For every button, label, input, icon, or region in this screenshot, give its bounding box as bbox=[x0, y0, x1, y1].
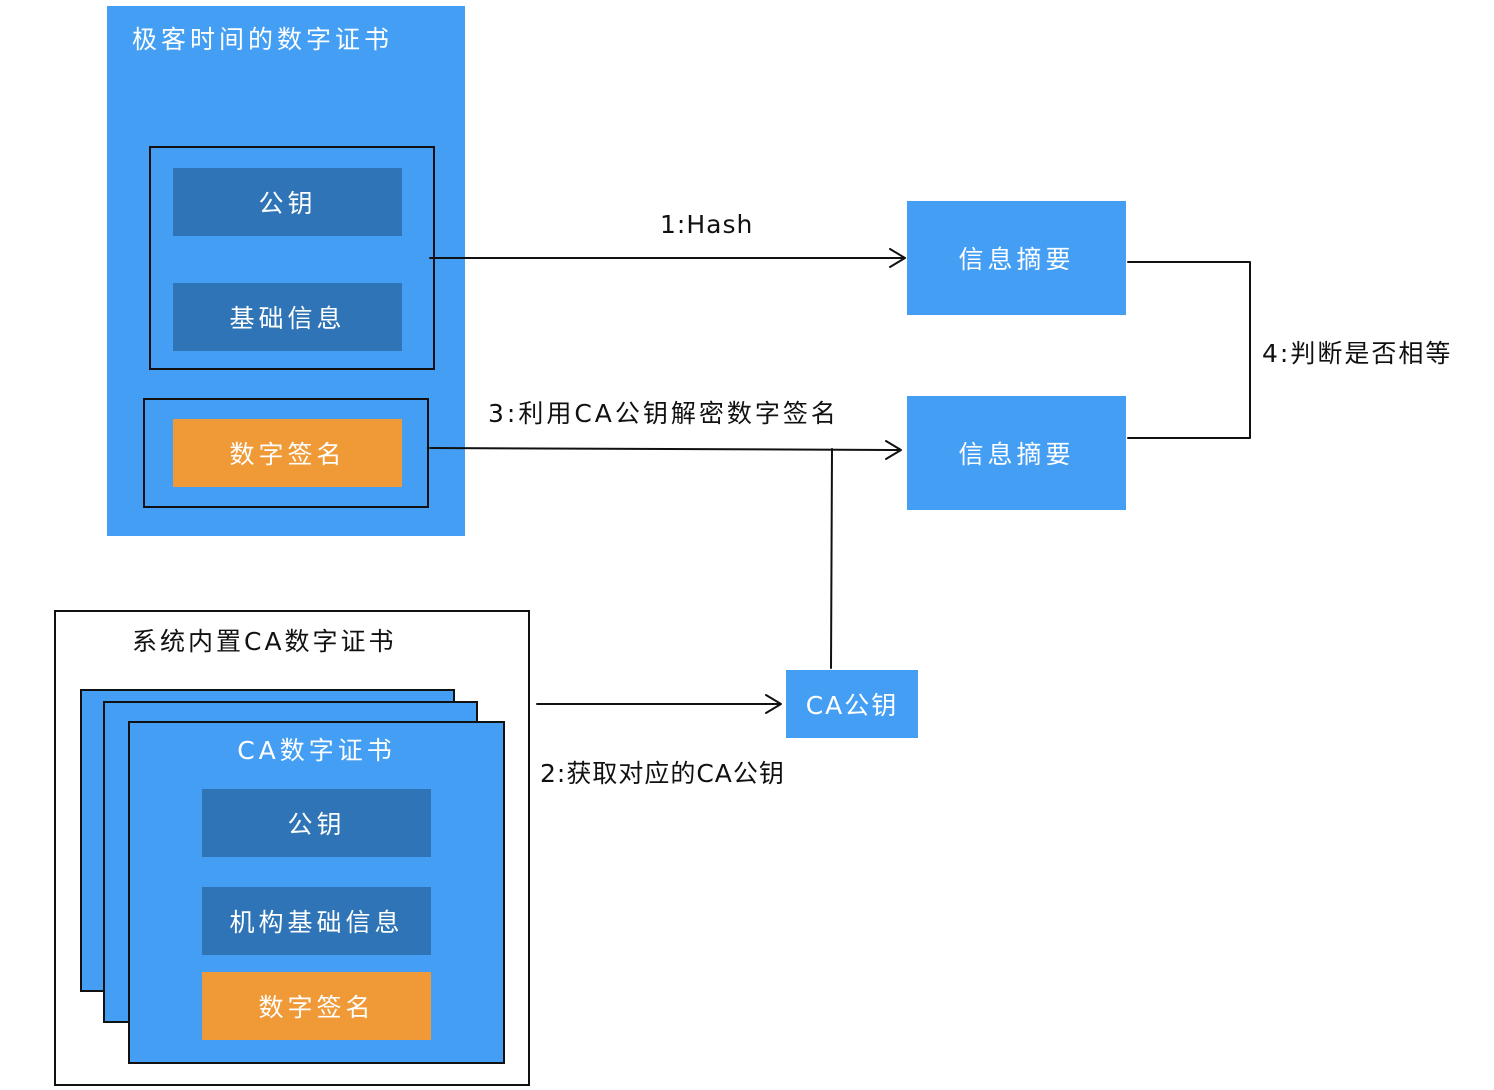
client-certificate-title: 极客时间的数字证书 bbox=[132, 25, 394, 54]
client-basic-info: 基础信息 bbox=[173, 283, 402, 351]
ca-public-key-label: CA公钥 bbox=[805, 691, 899, 720]
step1-label: 1:Hash bbox=[660, 210, 754, 239]
ca-cert-public-key: 公钥 bbox=[202, 789, 431, 857]
ca-cert-org-info: 机构基础信息 bbox=[202, 887, 431, 955]
compare-bracket bbox=[1127, 261, 1251, 439]
system-ca-store bbox=[54, 610, 530, 1086]
ca-public-key-box: CA公钥 bbox=[786, 670, 918, 738]
client-public-key: 公钥 bbox=[173, 168, 402, 236]
step2-label: 2:获取对应的CA公钥 bbox=[540, 759, 785, 788]
system-ca-store-title: 系统内置CA数字证书 bbox=[132, 627, 397, 656]
digest-box-top: 信息摘要 bbox=[907, 201, 1126, 315]
get-ca-key-arrow bbox=[536, 694, 782, 714]
ca-key-connector bbox=[830, 448, 833, 669]
ca-cert-title: CA数字证书 bbox=[237, 736, 396, 765]
step4-label: 4:判断是否相等 bbox=[1262, 339, 1453, 368]
digest-box-bottom: 信息摘要 bbox=[907, 396, 1126, 510]
client-signature: 数字签名 bbox=[173, 419, 402, 487]
signature-group bbox=[143, 398, 429, 508]
ca-cert-signature: 数字签名 bbox=[202, 972, 431, 1040]
step3-label: 3:利用CA公钥解密数字签名 bbox=[488, 399, 839, 428]
decrypt-arrow bbox=[429, 440, 902, 460]
hash-arrow bbox=[429, 248, 906, 268]
